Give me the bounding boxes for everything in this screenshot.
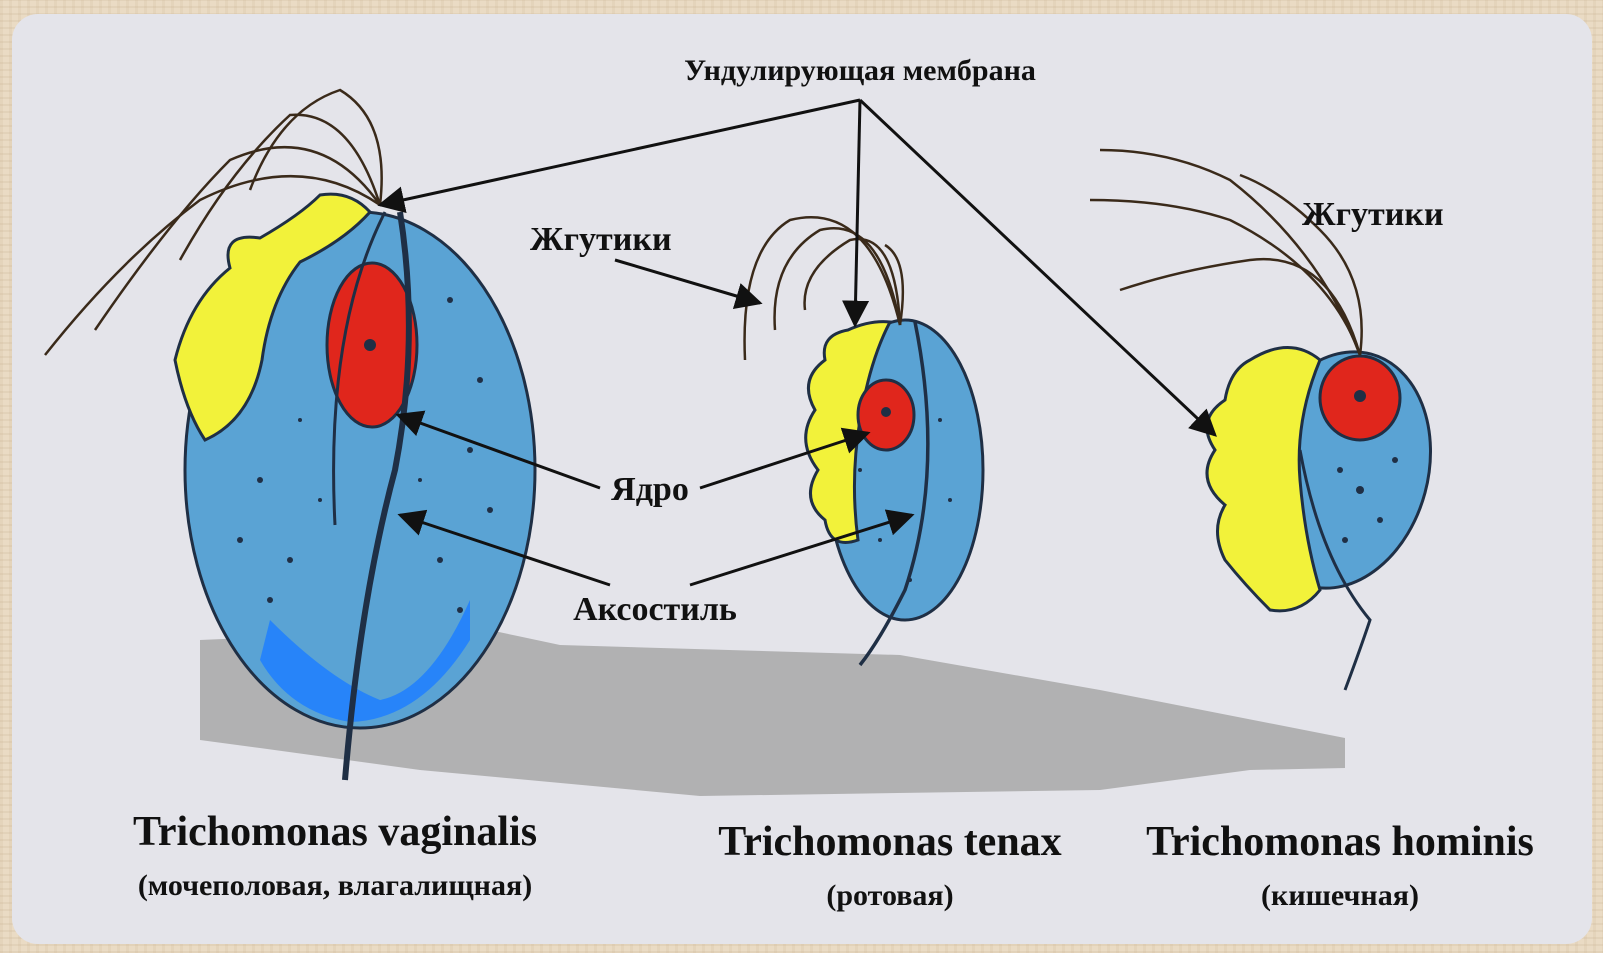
label-nucleus: Ядро	[611, 471, 689, 508]
label-axostyle: Аксостиль	[573, 591, 737, 628]
flagella	[1090, 150, 1362, 355]
label-flagella-middle: Жгутики	[530, 221, 672, 258]
arrow-membrane-1	[380, 100, 860, 205]
species-name-hominis: Trichomonas hominis	[1146, 819, 1534, 865]
label-flagella-right: Жгутики	[1302, 196, 1444, 233]
species-note-hominis: (кишечная)	[1261, 879, 1419, 912]
arrow-membrane-2	[855, 100, 860, 325]
arrow-flagella	[615, 260, 760, 303]
trichomonas-vaginalis-figure	[45, 90, 535, 780]
trichomonas-tenax-figure	[745, 217, 983, 665]
species-note-tenax: (ротовая)	[826, 879, 953, 912]
species-name-tenax: Trichomonas tenax	[718, 819, 1061, 865]
label-undulating-membrane: Ундулирующая мембрана	[684, 54, 1036, 87]
species-name-vaginalis: Trichomonas vaginalis	[133, 809, 537, 855]
species-note-vaginalis: (мочеполовая, влагалищная)	[138, 869, 532, 902]
